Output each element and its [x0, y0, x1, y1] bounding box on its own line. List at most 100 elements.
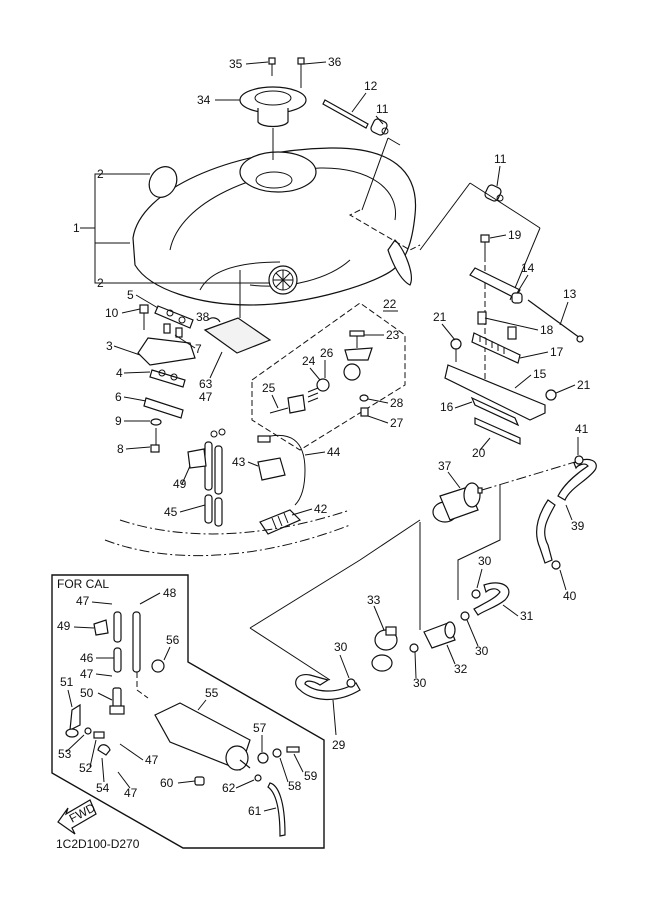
for-cal-inset-frame	[51, 574, 325, 849]
leader-line	[414, 651, 417, 679]
leader-line	[235, 779, 255, 789]
leader-line	[447, 471, 461, 489]
callout-c60: 60	[160, 776, 174, 790]
callout-c9: 9	[115, 414, 122, 428]
leader-line	[565, 504, 573, 521]
holder-33	[371, 626, 398, 672]
leader-line	[367, 415, 389, 424]
bolt-59	[286, 746, 300, 753]
inset-title: FOR CAL	[57, 577, 109, 591]
bolt-10	[139, 304, 149, 330]
sensor-43	[257, 457, 286, 481]
callout-c56: 56	[166, 633, 180, 647]
spring-24	[307, 387, 319, 403]
callout-c48: 48	[163, 586, 177, 600]
leader-line	[309, 367, 321, 381]
leader-line	[163, 646, 171, 661]
callout-c49a: 49	[173, 477, 187, 491]
clamp-30-d	[471, 589, 481, 599]
callout-c53: 53	[58, 747, 72, 761]
clamp-30-a	[346, 678, 356, 688]
callout-c46: 46	[80, 651, 94, 665]
callout-c30b: 30	[413, 676, 427, 690]
leader-line	[179, 504, 206, 513]
plate-25	[269, 394, 306, 414]
fuel-pump-37	[432, 482, 483, 523]
leader-line	[559, 301, 569, 326]
leader-line	[95, 673, 113, 677]
filler-cap	[239, 86, 307, 160]
callout-c18: 18	[540, 323, 554, 337]
callout-c38: 38	[196, 310, 210, 324]
hose-46	[113, 611, 122, 673]
callout-c28: 28	[390, 396, 404, 410]
callout-c21b: 21	[577, 378, 591, 392]
clips-47	[210, 428, 226, 438]
callout-c62: 62	[222, 781, 236, 795]
clip-62	[254, 774, 262, 782]
callout-c13: 13	[563, 287, 577, 301]
callout-c61: 61	[248, 804, 262, 818]
leader-line	[303, 61, 327, 65]
leader-line	[516, 274, 529, 294]
leader-line	[91, 601, 113, 605]
callout-c37: 37	[438, 459, 452, 473]
canister-55	[154, 702, 251, 771]
callout-c31: 31	[520, 609, 534, 623]
leader-line	[123, 371, 151, 374]
hose-54	[97, 744, 111, 756]
fuel-filter-32	[423, 621, 456, 649]
leader-line	[441, 323, 456, 341]
leader-line	[502, 604, 519, 617]
leader-line	[113, 345, 141, 356]
clamp-56	[151, 659, 165, 673]
leader-line	[519, 351, 549, 359]
tank-side-emblem-left	[148, 166, 178, 198]
plate-6	[143, 397, 184, 419]
callout-c63: 63	[199, 377, 213, 391]
washer-53	[84, 727, 92, 735]
screw-52	[93, 731, 105, 739]
callout-c11b: 11	[494, 152, 507, 166]
callout-c30a: 30	[334, 640, 348, 654]
callout-c4: 4	[116, 366, 123, 380]
callout-c49b: 49	[57, 619, 71, 633]
leader-line	[489, 234, 507, 239]
plate-20	[474, 417, 521, 445]
collar-18a	[477, 311, 487, 325]
collar-12	[322, 99, 369, 129]
hose-45	[204, 441, 223, 527]
leader-line	[446, 644, 456, 665]
callout-c7: 7	[195, 342, 202, 356]
leader-line	[263, 807, 277, 812]
callout-c20: 20	[472, 446, 486, 460]
callout-c51: 51	[60, 675, 74, 689]
callout-c14: 14	[521, 261, 535, 275]
callout-c35: 35	[229, 57, 243, 71]
callout-c50: 50	[80, 686, 94, 700]
cap-bolt-35	[268, 57, 276, 76]
callout-c58: 58	[288, 779, 302, 793]
bracket-line-1	[94, 173, 130, 284]
callout-c54: 54	[96, 781, 110, 795]
callout-c40: 40	[563, 589, 577, 603]
callout-c47d: 47	[124, 786, 138, 800]
lead-44	[261, 434, 306, 506]
leader-line	[247, 461, 259, 467]
damper-11-right	[484, 184, 504, 202]
leader-line	[174, 334, 196, 349]
fwd-arrow-icon: FWD	[57, 799, 98, 835]
callout-c52: 52	[79, 761, 93, 775]
callout-c24: 24	[302, 354, 316, 368]
leader-line	[117, 771, 131, 789]
callout-c11a: 11	[376, 102, 389, 116]
callout-c8: 8	[117, 442, 124, 456]
collar-18b	[507, 326, 517, 340]
collar-7a	[163, 323, 171, 334]
leader-line	[65, 734, 85, 753]
leader-line	[454, 401, 473, 409]
bolt-13	[527, 299, 584, 343]
fuel-tank	[132, 147, 417, 306]
leader-line	[496, 165, 501, 187]
